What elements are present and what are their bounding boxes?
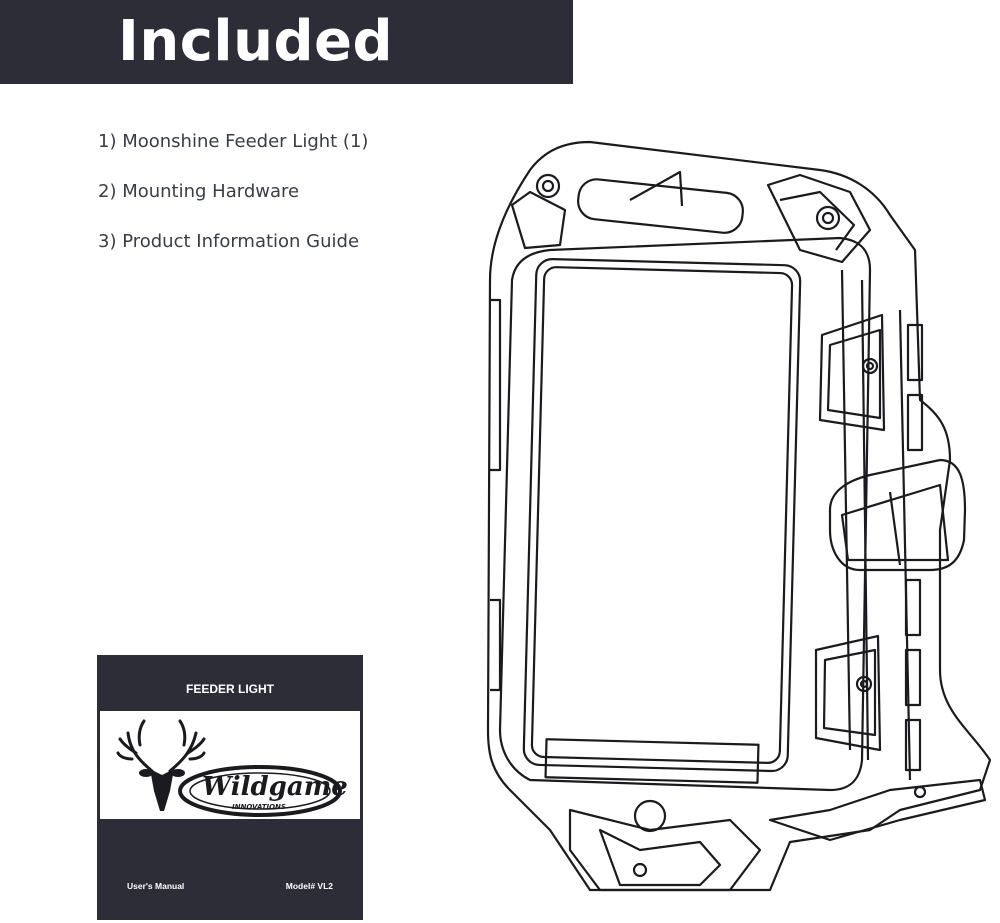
title-banner: Included Parts (0, 0, 573, 154)
part-item-1: 1) Moonshine Feeder Light (1) (98, 131, 369, 152)
manual-footer-right: Model# VL2 (285, 881, 333, 891)
feeder-light-illustration (486, 140, 992, 892)
manual-footer-left: User's Manual (127, 881, 185, 891)
manual-booklet: FEEDER LIGHT Wildgame INNOVATIONS (97, 655, 363, 920)
page-title: Included Parts (118, 9, 394, 154)
part-item-3: 3) Product Information Guide (98, 231, 360, 252)
parts-list: 1) Moonshine Feeder Light (1) 2) Mountin… (98, 126, 368, 276)
manual-logo-panel: Wildgame INNOVATIONS (100, 711, 360, 819)
logo-brand: Wildgame (202, 772, 348, 802)
part-item-2: 2) Mounting Hardware (98, 181, 300, 202)
wildgame-logo: Wildgame INNOVATIONS (116, 719, 348, 817)
logo-sub: INNOVATIONS (232, 803, 286, 811)
manual-title: FEEDER LIGHT (185, 682, 274, 696)
